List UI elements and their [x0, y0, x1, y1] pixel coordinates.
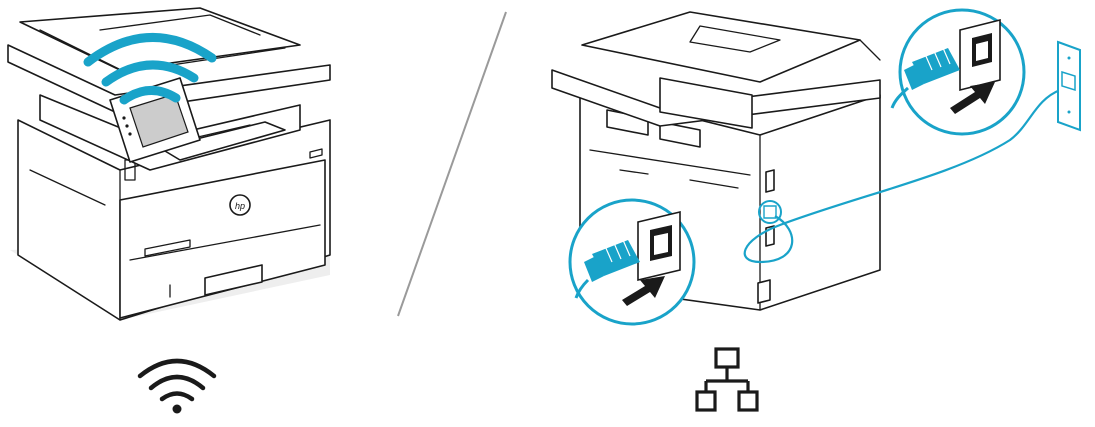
network-label-icon	[695, 347, 759, 412]
printer-port-zoom-callout	[568, 198, 696, 326]
wireless-printer-illustration: hp	[7, 7, 331, 321]
slash-divider	[397, 11, 507, 317]
ethernet-cable	[743, 88, 1061, 264]
wifi-signal-icon	[83, 33, 217, 105]
insert-arrow-icon	[950, 82, 995, 114]
svg-text:hp: hp	[235, 201, 245, 211]
wall-jack-zoom-callout	[890, 8, 1026, 136]
wifi-label-icon	[137, 358, 217, 414]
insert-arrow-icon	[622, 276, 665, 306]
wall-outlet-icon	[1057, 40, 1081, 132]
